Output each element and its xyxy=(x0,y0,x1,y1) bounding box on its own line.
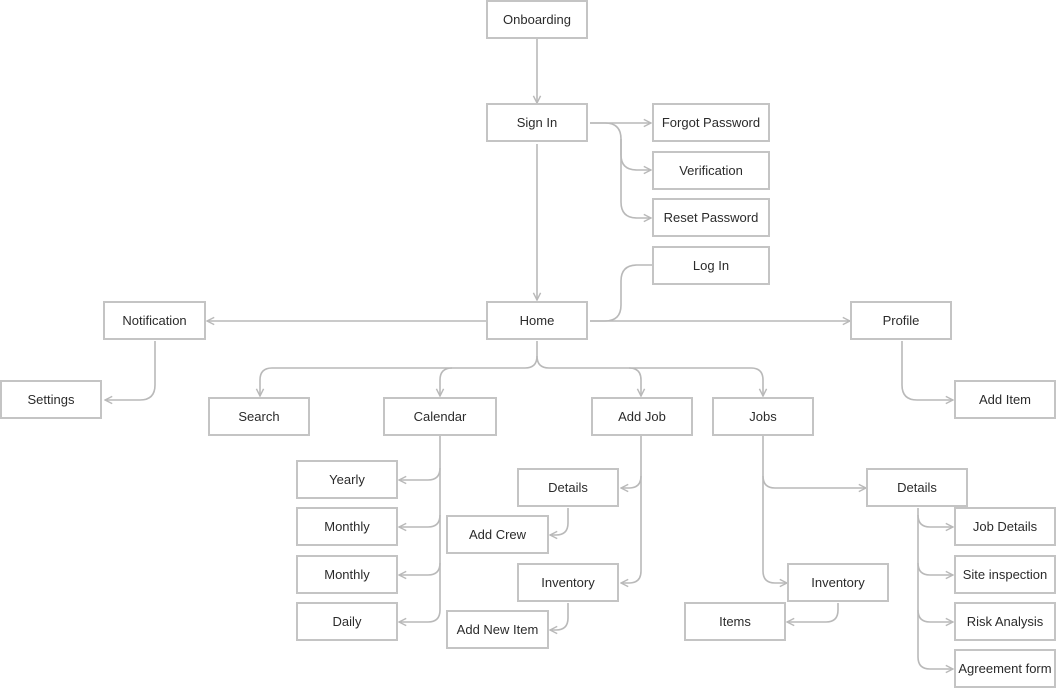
edge-details-risk-analysis xyxy=(917,563,953,622)
node-label: Reset Password xyxy=(664,210,759,225)
edge-home-calendar xyxy=(440,367,453,396)
edge-home-login xyxy=(590,264,652,322)
node-reset-password[interactable]: Reset Password xyxy=(652,198,770,237)
node-monthly-2[interactable]: Monthly xyxy=(296,555,398,594)
node-profile[interactable]: Profile xyxy=(850,301,952,340)
edge-home-jobs xyxy=(629,367,763,396)
node-add-item[interactable]: Add Item xyxy=(954,380,1056,419)
node-add-job-inventory[interactable]: Inventory xyxy=(517,563,619,602)
node-label: Site inspection xyxy=(963,567,1048,582)
node-label: Job Details xyxy=(973,519,1038,534)
edge-signin-reset-password xyxy=(620,139,651,218)
node-settings[interactable]: Settings xyxy=(0,380,102,419)
edge-details-job-details xyxy=(917,508,953,527)
node-add-job[interactable]: Add Job xyxy=(591,397,693,436)
node-site-inspection[interactable]: Site inspection xyxy=(954,555,1056,594)
node-label: Add New Item xyxy=(457,622,539,637)
edge-details-add-crew xyxy=(550,508,569,535)
edge-calendar-monthly-2 xyxy=(399,515,441,575)
edge-jobs-inventory xyxy=(762,476,787,583)
node-search[interactable]: Search xyxy=(208,397,310,436)
edge-home-search xyxy=(260,341,538,396)
node-label: Add Item xyxy=(979,392,1031,407)
edge-home-add-job xyxy=(536,355,641,396)
node-jobs-inventory[interactable]: Inventory xyxy=(787,563,889,602)
node-notification[interactable]: Notification xyxy=(103,301,206,340)
node-label: Add Job xyxy=(618,409,666,424)
edge-calendar-yearly xyxy=(399,436,441,480)
node-label: Items xyxy=(719,614,751,629)
node-label: Notification xyxy=(122,313,186,328)
node-label: Agreement form xyxy=(958,661,1051,676)
edge-jobs-details xyxy=(762,436,866,488)
edge-inventory-add-new-item xyxy=(550,603,569,630)
edge-addjob-details xyxy=(621,436,642,488)
node-label: Monthly xyxy=(324,519,370,534)
connector-lines xyxy=(105,39,953,669)
edge-calendar-monthly-1 xyxy=(399,468,441,527)
node-add-job-details[interactable]: Details xyxy=(517,468,619,507)
node-label: Inventory xyxy=(811,575,865,590)
node-add-crew[interactable]: Add Crew xyxy=(446,515,549,554)
edge-addjob-inventory xyxy=(621,476,642,583)
edge-profile-add-item xyxy=(901,341,953,400)
node-verification[interactable]: Verification xyxy=(652,151,770,190)
node-label: Forgot Password xyxy=(662,115,760,130)
node-monthly-1[interactable]: Monthly xyxy=(296,507,398,546)
node-label: Daily xyxy=(333,614,362,629)
node-label: Settings xyxy=(28,392,75,407)
node-label: Home xyxy=(520,313,555,328)
node-daily[interactable]: Daily xyxy=(296,602,398,641)
node-forgot-password[interactable]: Forgot Password xyxy=(652,103,770,142)
node-label: Jobs xyxy=(749,409,777,424)
edge-calendar-daily xyxy=(399,563,441,622)
edge-details-agreement-form xyxy=(917,610,953,669)
node-label: Monthly xyxy=(324,567,370,582)
edge-notification-settings xyxy=(105,341,156,400)
node-log-in[interactable]: Log In xyxy=(652,246,770,285)
node-onboarding[interactable]: Onboarding xyxy=(486,0,588,39)
node-jobs[interactable]: Jobs xyxy=(712,397,814,436)
node-label: Add Crew xyxy=(469,527,527,542)
node-job-details[interactable]: Job Details xyxy=(954,507,1056,546)
node-label: Details xyxy=(897,480,937,495)
node-label: Calendar xyxy=(414,409,467,424)
node-sign-in[interactable]: Sign In xyxy=(486,103,588,142)
node-label: Details xyxy=(548,480,588,495)
node-items[interactable]: Items xyxy=(684,602,786,641)
node-label: Log In xyxy=(693,258,729,273)
node-label: Sign In xyxy=(517,115,557,130)
node-jobs-details[interactable]: Details xyxy=(866,468,968,507)
node-label: Search xyxy=(238,409,279,424)
node-calendar[interactable]: Calendar xyxy=(383,397,497,436)
edge-inventory-items xyxy=(787,603,839,622)
node-add-new-item[interactable]: Add New Item xyxy=(446,610,549,649)
node-label: Inventory xyxy=(541,575,595,590)
node-label: Profile xyxy=(883,313,920,328)
node-yearly[interactable]: Yearly xyxy=(296,460,398,499)
node-home[interactable]: Home xyxy=(486,301,588,340)
node-agreement-form[interactable]: Agreement form xyxy=(954,649,1056,688)
node-label: Verification xyxy=(679,163,743,178)
node-risk-analysis[interactable]: Risk Analysis xyxy=(954,602,1056,641)
node-label: Risk Analysis xyxy=(967,614,1044,629)
edge-details-site-inspection xyxy=(917,515,953,575)
node-label: Yearly xyxy=(329,472,365,487)
node-label: Onboarding xyxy=(503,12,571,27)
